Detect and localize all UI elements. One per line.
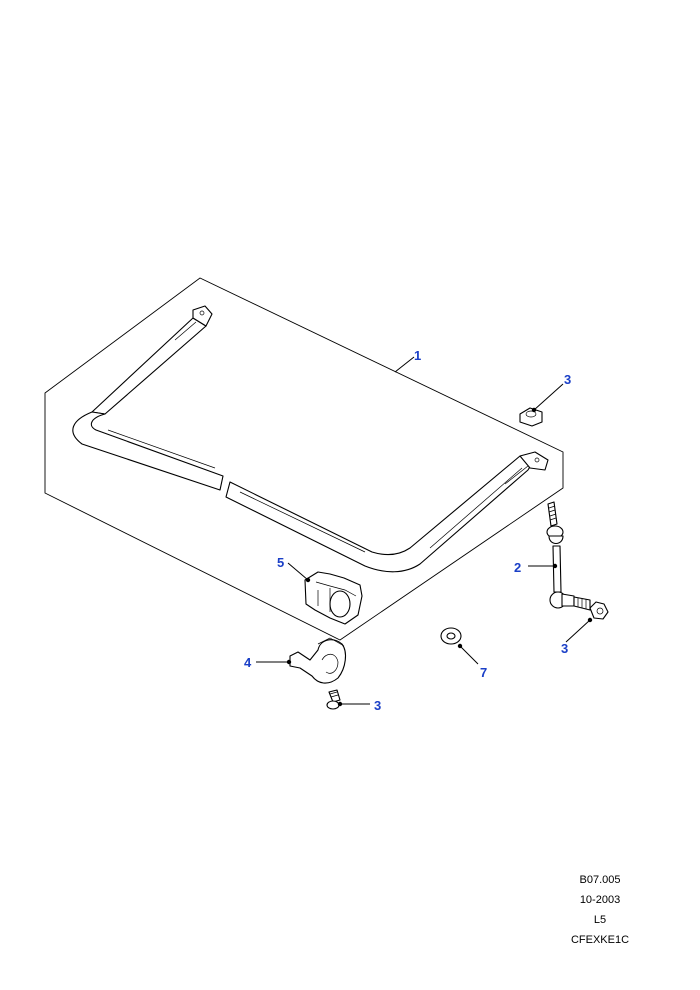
callout-3-bottom: 3 xyxy=(374,698,381,713)
callout-2: 2 xyxy=(514,560,521,575)
callout-7: 7 xyxy=(480,665,487,680)
callout-5: 5 xyxy=(277,555,284,570)
callout-3-right: 3 xyxy=(561,641,568,656)
callout-3-top: 3 xyxy=(564,372,571,387)
callout-4: 4 xyxy=(244,655,252,670)
leader-lines xyxy=(256,356,593,707)
info-block: B07.005 10-2003 L5 CFEXKE1C xyxy=(520,870,640,950)
callout-1: 1 xyxy=(414,348,421,363)
clamp-bracket xyxy=(289,637,347,684)
diagram-level: L5 xyxy=(593,914,607,926)
bush xyxy=(304,571,363,625)
anti-roll-bar xyxy=(72,305,549,573)
drop-link xyxy=(546,501,591,611)
link-nut xyxy=(589,601,609,620)
diagram-code: CFEXKE1C xyxy=(570,934,630,946)
diagram-date: 10-2003 xyxy=(579,894,621,906)
kit-box-outline xyxy=(44,277,564,641)
diagram-reference: B07.005 xyxy=(579,874,621,886)
bolt xyxy=(326,689,341,710)
nut xyxy=(519,407,543,427)
washer xyxy=(440,627,462,645)
